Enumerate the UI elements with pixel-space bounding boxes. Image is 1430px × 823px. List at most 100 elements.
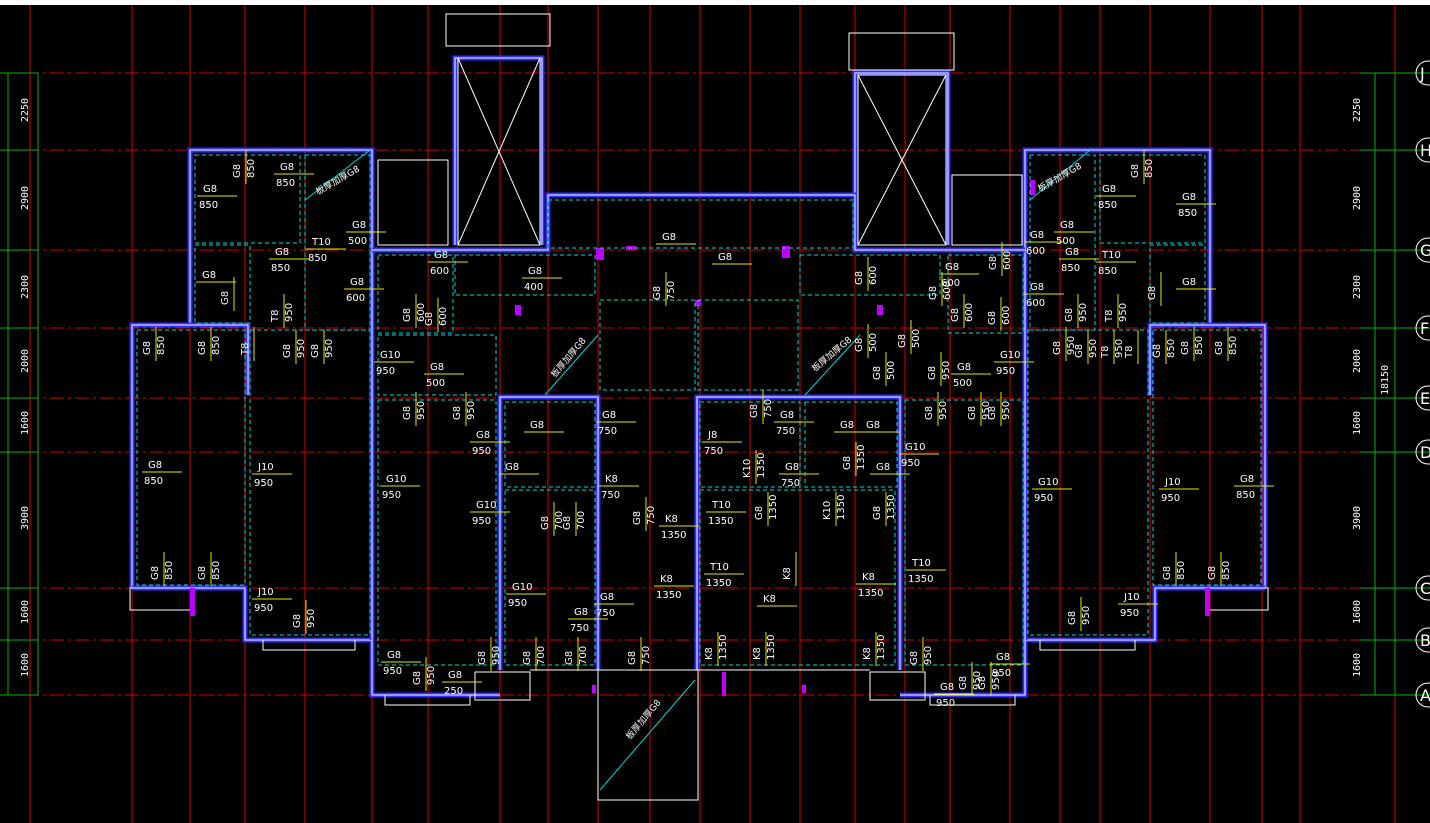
rebar-spacing: 850 — [1098, 200, 1117, 211]
rebar-spacing: 600 — [941, 278, 960, 289]
grid-bubble-label: D — [1420, 443, 1430, 462]
rebar-label: K8 — [605, 474, 618, 485]
void-diagonal — [544, 334, 599, 396]
grid-bubble-circle — [1415, 627, 1430, 653]
rebar-label: G8 — [897, 334, 908, 348]
rebar-label: G8 — [142, 341, 153, 355]
rebar-spacing: 1350 — [836, 495, 847, 520]
void-note-label: 板厚加厚G8 — [623, 697, 664, 742]
wall-core-right-outline — [696, 396, 901, 670]
rebar-label: G8 — [220, 291, 231, 305]
entry-box-right — [869, 671, 926, 701]
rebar-spacing: 500 — [348, 236, 367, 247]
rebar-label: G8 — [1130, 164, 1141, 178]
rebar-spacing: 850 — [211, 561, 222, 580]
rebar-label: K8 — [782, 567, 793, 580]
rebar-label: G8 — [909, 651, 920, 665]
rebar-label: G8 — [876, 462, 890, 473]
rebar-spacing: 750 — [601, 490, 620, 501]
elevator-shaft-box — [457, 57, 541, 246]
rebar-spacing: 950 — [996, 366, 1015, 377]
rebar-spacing: 950 — [284, 303, 295, 322]
rebar-spacing: 700 — [578, 646, 589, 665]
wall-core-top-outline — [372, 194, 1025, 251]
rebar-label: G8 — [412, 671, 423, 685]
rebar-label: G8 — [1180, 341, 1191, 355]
rebar-spacing: 500 — [911, 329, 922, 348]
grid-bubble-circle — [1415, 682, 1430, 708]
rebar-spacing: 600 — [430, 266, 449, 277]
rebar-spacing: 750 — [646, 506, 657, 525]
rebar-spacing: 950 — [938, 401, 949, 420]
rebar-label: J10 — [257, 587, 274, 598]
rebar-spacing: 950 — [324, 339, 335, 358]
rebar-spacing: 950 — [491, 646, 502, 665]
rebar-label: G8 — [310, 344, 321, 358]
rebar-spacing: 500 — [868, 333, 879, 352]
rebar-label: G8 — [1030, 282, 1044, 293]
building-walls — [129, 13, 1269, 801]
rebar-spacing: 850 — [1228, 336, 1239, 355]
rebar-spacing: 750 — [596, 608, 615, 619]
rebar-spacing: 600 — [1002, 251, 1013, 270]
rebar-label: K8 — [660, 574, 673, 585]
balcony-right — [1207, 587, 1269, 611]
dimension-label-overall: 18150 — [1380, 365, 1391, 395]
step-left — [384, 694, 471, 706]
rebar-label: G8 — [434, 250, 448, 261]
grid-bubble-circle — [1415, 385, 1430, 411]
wall-accent-magenta — [695, 300, 701, 306]
rebar-label: K8 — [704, 647, 715, 660]
rebar-spacing: 500 — [886, 361, 897, 380]
ledge-right — [1039, 639, 1136, 651]
rebar-spacing: 950 — [426, 666, 437, 685]
stair-right — [951, 174, 1023, 246]
slab-outline — [249, 329, 371, 636]
rebar-label: G8 — [927, 366, 938, 380]
rebar-label: J8 — [707, 430, 717, 441]
rebar-spacing: 1350 — [768, 495, 779, 520]
rebar-label: K8 — [862, 647, 873, 660]
rebar-spacing: 750 — [598, 426, 617, 437]
rebar-spacing: 700 — [576, 511, 587, 530]
rebar-spacing: 750 — [570, 623, 589, 634]
rebar-label: T8 — [1124, 346, 1135, 359]
rebar-label: G8 — [1052, 341, 1063, 355]
rebar-spacing: 600 — [942, 281, 953, 300]
slab-outline — [1149, 244, 1206, 324]
slab-outline — [377, 399, 497, 666]
rebar-label: G8 — [967, 406, 978, 420]
rebar-label: G8 — [275, 247, 289, 258]
rebar-label: G8 — [1162, 566, 1173, 580]
rebar-spacing: 1350 — [858, 588, 883, 599]
rebar-spacing: 950 — [416, 401, 427, 420]
rebar-spacing: 250 — [444, 686, 463, 697]
slab-outline — [194, 244, 251, 324]
rebar-label: G8 — [352, 220, 366, 231]
rebar-label: G8 — [476, 430, 490, 441]
rebar-label: G8 — [530, 420, 544, 431]
dimension-label-left: 1600 — [20, 600, 31, 624]
rebar-spacing: 700 — [554, 511, 565, 530]
rebar-spacing: 950 — [901, 458, 920, 469]
rebar-spacing: 750 — [776, 426, 795, 437]
rebar-spacing: 850 — [1166, 339, 1177, 358]
rebar-label: G8 — [977, 676, 988, 690]
wall-right-outer-outline — [1149, 324, 1266, 588]
top-toolbar-strip — [0, 0, 1430, 5]
rebar-spacing: 850 — [1144, 159, 1155, 178]
rebar-label: G8 — [1207, 566, 1218, 580]
rebar-spacing: 500 — [1056, 236, 1075, 247]
rebar-spacing: 950 — [936, 698, 955, 709]
rebar-label: G8 — [627, 651, 638, 665]
rebar-label: G8 — [1182, 277, 1196, 288]
wall-accent-magenta — [877, 305, 883, 315]
slab-outline — [1099, 154, 1206, 244]
rebar-label: G8 — [562, 516, 573, 530]
rebar-spacing: 1350 — [661, 530, 686, 541]
rebar-label: G8 — [402, 406, 413, 420]
rebar-label: G10 — [512, 582, 532, 593]
rebar-spacing: 850 — [1176, 561, 1187, 580]
